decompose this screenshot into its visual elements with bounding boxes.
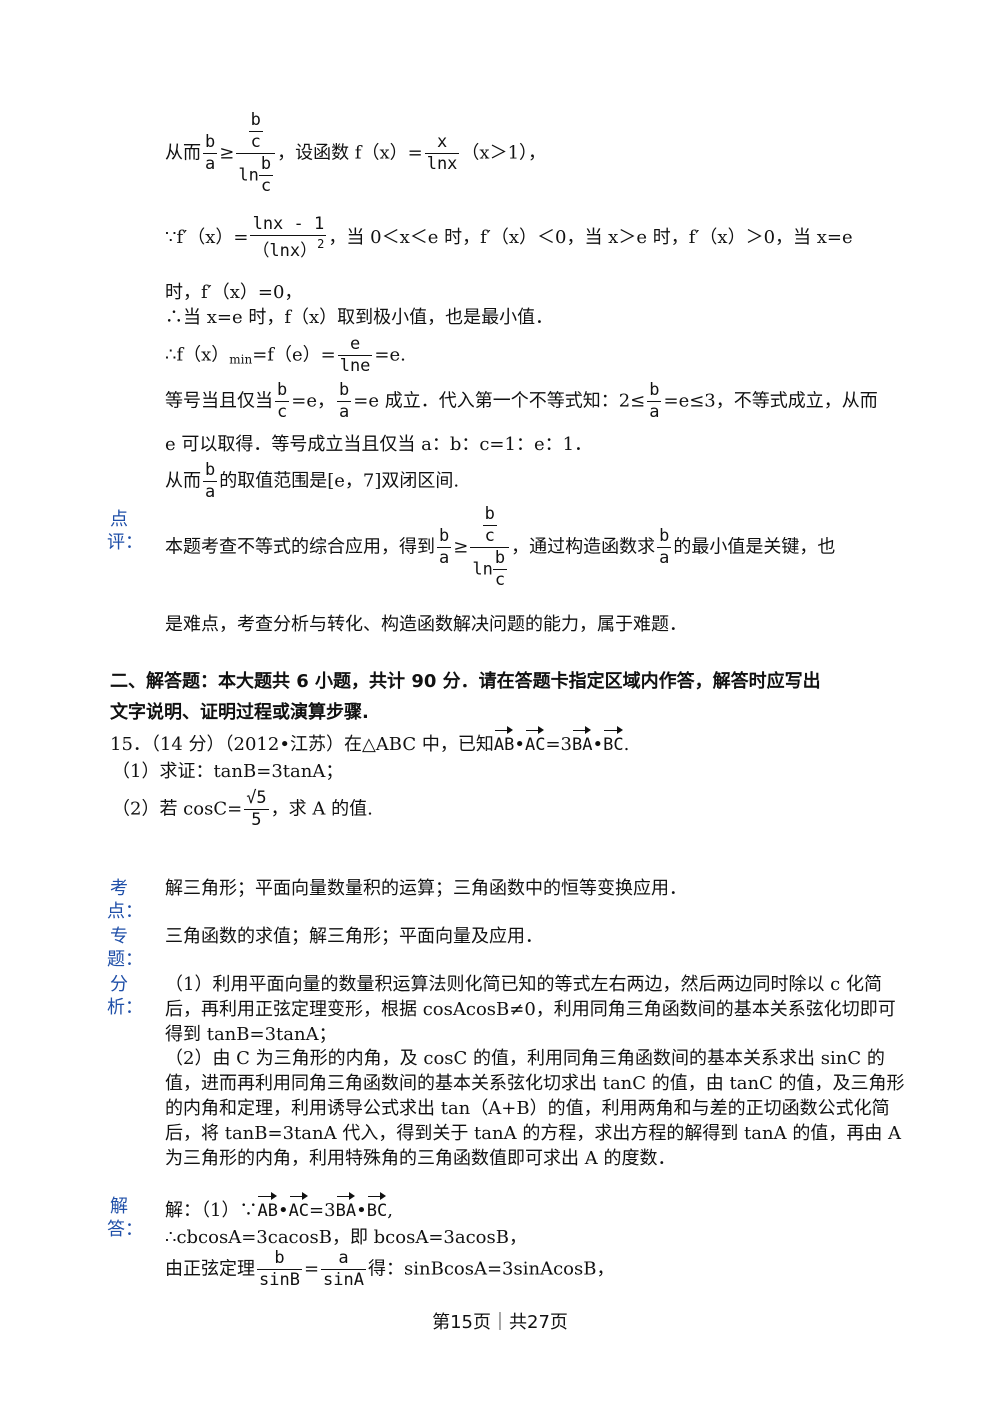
solution-line-2: ∴cbcosA=3cacosB，即 bcosA=3acosB， [165,1227,527,1248]
label-jieda: 解答： [107,1196,143,1241]
text: 从而 [165,142,201,164]
question-15-part-1: （1）求证：tanB=3tanA； [112,761,344,782]
text: =f（e）= [252,344,336,366]
label-kaodian: 考点： [107,878,143,923]
vector-bc: BC [367,1192,387,1221]
section-heading-2: 文字说明、证明过程或演算步骤. [110,702,369,723]
fraction-derivative: lnx - 1（lnx）2 [250,214,327,261]
solution-line-1: 解：（1）∵AB•AC=3BA•BC, [165,1192,393,1222]
text: ，求 A 的值. [270,798,373,820]
text: （2）若 cosC= [112,798,243,820]
fenxi-part-2: （2）由 C 为三角形的内角，及 cosC 的值，利用同角三角函数间的基本关系求… [165,1048,905,1169]
vector-bc: BC [603,726,624,755]
text: 的最小值是关键，也 [673,536,836,558]
text: =e， [291,390,335,412]
text: ∵f′（x）= [165,227,249,248]
text: ，设函数 f（x）= [277,142,423,164]
text: =e. [374,344,406,366]
vector-ac: AC [289,1192,309,1221]
text: 得：sinBcosA=3sinAcosB， [368,1258,615,1280]
comment-line-2: 是难点，考查分析与转化、构造函数解决问题的能力，属于难题． [165,614,687,635]
label-dianping: 点评： [107,509,143,554]
question-15: 15．（14 分）（2012•江苏）在△ABC 中，已知AB•AC=3BA•BC… [110,726,629,756]
line-3: 时，f′（x）=0， [165,282,303,303]
label-fenxi: 分析： [107,974,143,1019]
text: 由正弦定理 [165,1258,255,1280]
text: 的取值范围是[e，7]双闭区间. [219,470,460,492]
section-heading-1: 二、解答题：本大题共 6 小题，共计 90 分．请在答题卡指定区域内作答，解答时… [110,671,821,692]
text: ，通过构造函数求 [511,536,656,558]
zhuanti-text: 三角函数的求值；解三角形；平面向量及应用． [165,926,543,947]
vector-ab: AB [494,726,514,755]
vector-ab: AB [257,1192,278,1221]
subscript: min [229,352,253,367]
text: 解：（1）∵ [165,1200,258,1221]
vector-ba: BA [336,1192,356,1221]
text: =e≤3，不等式成立，从而 [663,390,878,412]
vector-ba: BA [572,726,592,755]
text: 本题考查不等式的综合应用，得到 [165,536,435,558]
line-derivative: ∵f′（x）=lnx - 1（lnx）2，当 0＜x＜e 时，f′（x）＜0，当… [165,216,853,260]
text: ≥ [453,536,469,558]
text: （x＞1）， [461,142,547,164]
text: = [303,1258,320,1280]
line-7: e 可以取得．等号成立当且仅当 a：b：c=1：e：1． [165,434,593,455]
text: 等号当且仅当 [165,390,273,412]
page-footer: 第15页｜共27页 [432,1312,568,1333]
text: ≥ [219,142,235,164]
text: 从而 [165,470,201,492]
label-zhuanti: 专题： [107,926,143,971]
fenxi-part-1: （1）利用平面向量的数量积运算法则化简已知的等式左右两边，然后两边同时除以 c … [165,974,896,1045]
text: ，当 0＜x＜e 时，f′（x）＜0，当 x＞e 时，f′（x）＞0，当 x=e [328,227,853,248]
line-4: ∴当 x=e 时，f（x）取到极小值，也是最小值． [165,307,554,328]
vector-ac: AC [525,726,545,755]
text: ∴f（x） [165,344,230,366]
text: 15．（14 分）（2012•江苏）在△ABC 中，已知 [110,734,494,755]
kaodian-text: 解三角形；平面向量数量积的运算；三角函数中的恒等变换应用． [165,878,687,899]
text: =e 成立．代入第一个不等式知：2≤ [353,390,646,412]
